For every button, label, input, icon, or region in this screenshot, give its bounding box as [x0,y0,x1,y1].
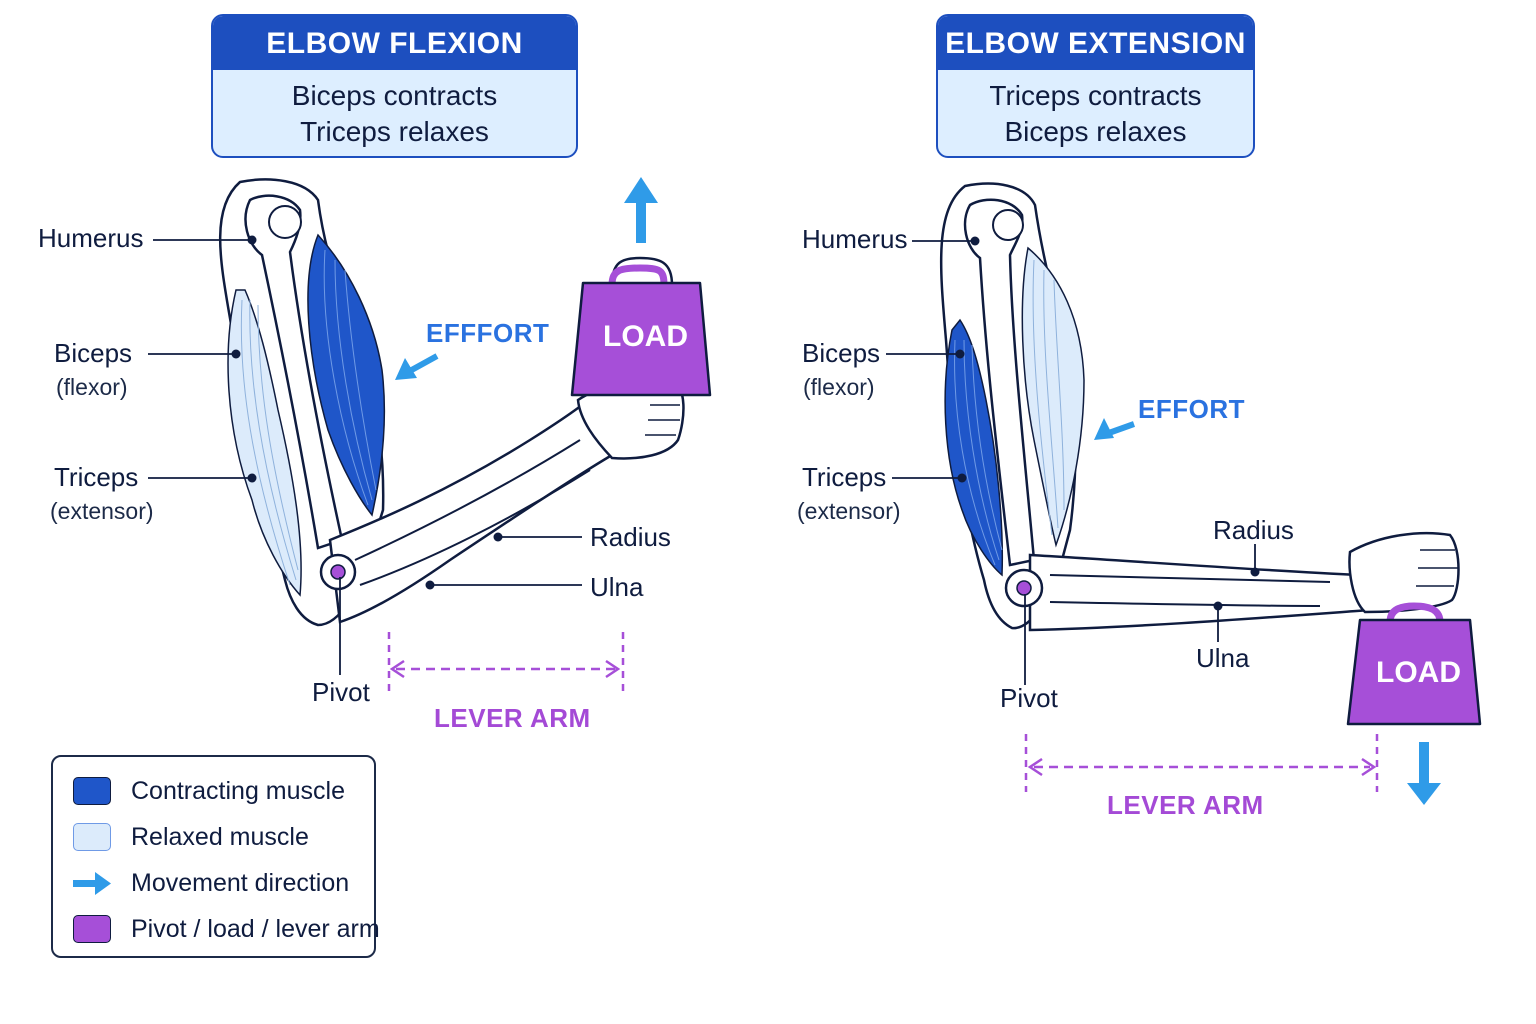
extension-biceps-fibers [1032,259,1065,536]
extension-biceps-muscle [1021,246,1085,548]
extension-lever-arm-marker [1024,734,1379,792]
flexion-pivot-marker [330,564,346,580]
extension-load-weight [1346,602,1482,726]
relaxed-muscle-swatch [73,823,111,851]
extension-hand [1348,531,1460,614]
legend-item-movement: Movement direction [73,865,349,901]
extension-pivot-label: Pivot [1000,683,1058,713]
pivot-load-swatch [73,915,111,943]
legend-box: Contracting muscle Relaxed muscle Moveme… [51,755,380,958]
extension-triceps-label: Triceps [802,462,887,492]
legend-item-relaxed: Relaxed muscle [73,819,309,855]
extension-line-1: Triceps contracts [989,80,1202,111]
extension-forearm-outline [1028,553,1372,632]
flexion-arm [218,178,685,627]
extension-triceps-fibers [954,339,1003,566]
extension-arm [939,182,1460,632]
extension-leader-lines [886,236,1260,685]
flexion-effort-arrow-icon [395,353,439,380]
extension-biceps-label: Biceps [802,338,881,368]
flexion-biceps-label: Biceps [54,338,133,368]
extension-triceps-sublabel: (extensor) [797,498,901,524]
flexion-title: ELBOW FLEXION [213,16,576,70]
extension-pivot-marker [1016,580,1032,596]
flexion-load-label: LOAD [603,320,688,353]
flexion-leader-lines [148,235,582,675]
extension-ulna-label: Ulna [1196,643,1250,673]
flexion-header-box: ELBOW FLEXION Biceps contracts Triceps r… [211,14,578,158]
extension-title: ELBOW EXTENSION [938,16,1253,70]
extension-humerus-bone [963,198,1036,567]
extension-triceps-muscle [944,318,1004,577]
flexion-triceps-sublabel: (extensor) [50,498,154,524]
extension-ulna-bone [1049,601,1321,607]
flexion-lever-arm-label: LEVER ARM [434,703,591,733]
legend-label: Relaxed muscle [131,822,309,851]
flexion-lever-arm-marker [387,632,625,692]
flexion-effort-label: EFFFORT [426,318,550,348]
flexion-up-arrow-icon [624,177,658,243]
legend-label: Movement direction [131,868,350,897]
extension-load-label: LOAD [1376,656,1461,689]
flexion-humerus-label: Humerus [38,223,144,253]
extension-effort-label: EFFORT [1138,394,1245,424]
flexion-triceps-label: Triceps [54,462,139,492]
extension-line-2: Biceps relaxes [1004,116,1187,147]
flexion-radius-label: Radius [590,522,671,552]
flexion-pivot-label: Pivot [312,677,370,707]
extension-effort-arrow-icon [1094,418,1136,440]
flexion-line-1: Biceps contracts [291,80,498,111]
flexion-load-weight [570,256,712,397]
flexion-line-2: Triceps relaxes [300,116,489,147]
extension-radius-bone [1049,574,1331,583]
legend-label: Pivot / load / lever arm [131,914,380,943]
flexion-biceps-fibers [323,249,377,506]
legend-item-contracting: Contracting muscle [73,773,345,809]
contracting-muscle-swatch [73,777,111,805]
flexion-biceps-sublabel: (flexor) [56,374,128,400]
flexion-ulna-bone [359,469,591,586]
legend-item-pivot-load: Pivot / load / lever arm [73,911,380,947]
legend-label: Contracting muscle [131,776,345,805]
flexion-triceps-fibers [240,299,299,586]
extension-radius-label: Radius [1213,515,1294,545]
extension-header-box: ELBOW EXTENSION Triceps contracts Biceps… [936,14,1255,158]
flexion-triceps-muscle [227,289,302,597]
extension-lever-arm-label: LEVER ARM [1107,790,1264,820]
arrow-right-icon [73,872,111,895]
flexion-radius-bone [354,439,581,561]
extension-down-arrow-icon [1407,742,1441,805]
flexion-ulna-label: Ulna [590,572,644,602]
extension-biceps-sublabel: (flexor) [803,374,875,400]
flexion-biceps-muscle [307,233,386,517]
extension-humerus-label: Humerus [802,224,908,254]
